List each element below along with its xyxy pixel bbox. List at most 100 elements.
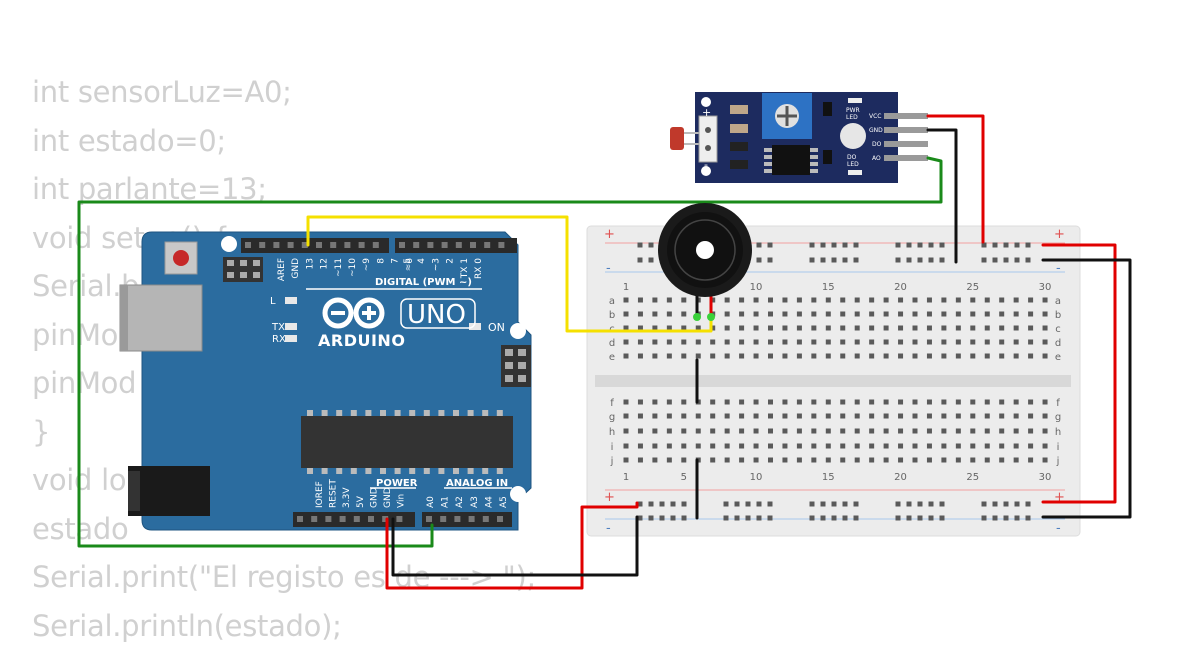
led-indicator [840, 123, 866, 149]
rx-led-label: RX [272, 334, 286, 345]
power-pin-label: GND [383, 487, 393, 508]
digital-pin-label: 4 [417, 258, 427, 264]
row-letter: e [1055, 352, 1061, 363]
do-led-label-1: DO [847, 154, 857, 161]
digital-pin-label: 7 [391, 258, 401, 264]
col-number: 15 [822, 282, 835, 293]
rail-plus-top-left: + [604, 227, 615, 242]
power-pin-label: IOREF [315, 481, 325, 508]
col-number: 1 [623, 472, 629, 483]
icsp-header-right [501, 345, 531, 387]
mount-hole [510, 323, 526, 339]
power-pin-label: RESET [329, 479, 339, 508]
analog-pin-label: A2 [455, 496, 465, 508]
breadboard-center-channel [595, 375, 1071, 387]
row-letter: j [1056, 456, 1060, 467]
col-number: 10 [750, 282, 763, 293]
power-jack [128, 466, 210, 516]
arduino-logo-text: ARDUINO [318, 331, 405, 350]
col-number: 15 [822, 472, 835, 483]
col-number: 30 [1039, 282, 1052, 293]
pwr-led-label-1: PWR [846, 107, 860, 114]
col-number: 10 [750, 472, 763, 483]
col-number: 20 [894, 472, 907, 483]
vcc-pin-label: VCC [869, 113, 881, 120]
col-number: 1 [623, 282, 629, 293]
rail-minus-top-left: - [606, 261, 611, 276]
ldr-socket [699, 116, 717, 162]
row-letter: f [1056, 398, 1060, 409]
digital-pin-label: ~11 [334, 258, 344, 277]
tx-led-label: TX [271, 322, 285, 333]
mount-hole [510, 486, 526, 502]
col-number: 30 [1039, 472, 1052, 483]
analog-pin-label: A3 [470, 496, 480, 508]
mount-hole [221, 236, 237, 252]
row-letter: d [1055, 338, 1061, 349]
row-letter: j [610, 456, 614, 467]
analog-in-label: ANALOG IN [446, 478, 508, 489]
row-letter: a [1055, 296, 1061, 307]
row-letter: c [1055, 324, 1061, 335]
circuit-diagram: + - + - + - + - 115510101515202025253030… [0, 0, 1200, 630]
power-pin-label: GND [369, 487, 379, 508]
atmega-chip [301, 416, 513, 468]
arduino-uno: L TX RX ON ARDUINO UNO DIGITAL (PWM ~) P… [120, 232, 531, 530]
digital-pin-label: ~5 [403, 258, 413, 271]
digital-pin-label: ~9 [362, 258, 372, 272]
digital-pin-label: RX 0 [474, 258, 484, 279]
row-letter: a [609, 296, 615, 307]
col-number: 5 [681, 472, 687, 483]
reset-button-cap [173, 250, 189, 266]
rail-minus-top-right: - [1056, 261, 1061, 276]
digital-pin-label: 2 [446, 258, 456, 264]
analog-pin-label: A1 [441, 496, 451, 508]
digital-pin-label: AREF [277, 258, 287, 281]
ldr-sensor-module: + - PWR LED DO LED VCC GND DO AO [670, 92, 928, 183]
row-letter: b [609, 310, 615, 321]
socket-plus-label: + [702, 106, 711, 119]
analog-pin-label: A5 [499, 496, 509, 508]
on-label: ON [488, 321, 505, 334]
row-letter: g [609, 412, 615, 423]
rail-plus-top-right: + [1054, 227, 1065, 242]
rail-minus-bottom-left: - [606, 521, 611, 536]
col-number: 25 [966, 282, 979, 293]
l-led-label: L [270, 296, 276, 307]
pwr-led-label-2: LED [846, 114, 858, 121]
digital-pin-label: 8 [376, 258, 386, 264]
col-number: 20 [894, 282, 907, 293]
usb-connector [120, 285, 202, 351]
comparator-chip [772, 145, 810, 175]
rail-plus-bottom-left: + [604, 490, 615, 505]
row-letter: h [1055, 427, 1061, 438]
gnd-pin-label: GND [869, 127, 883, 134]
analog-pin-label: A0 [426, 496, 436, 508]
row-letter: i [611, 442, 614, 453]
breadboard: + - + - + - + - 115510101515202025253030… [587, 226, 1080, 536]
digital-pin-label: GND [291, 258, 301, 279]
digital-pin-label: 13 [305, 258, 315, 269]
do-led-label-2: LED [847, 161, 859, 168]
l-led [285, 297, 297, 304]
icsp-header-left [223, 257, 263, 282]
row-letter: d [609, 338, 615, 349]
photoresistor [670, 127, 684, 150]
digital-pin-label: TX 1 [460, 258, 470, 279]
power-pin-label: Vin [397, 494, 407, 508]
digital-pin-label: ~3 [431, 258, 441, 271]
row-letter: f [610, 398, 614, 409]
do-pin-label: DO [872, 141, 882, 148]
row-letter: g [1055, 412, 1061, 423]
digital-pwm-label: DIGITAL (PWM ~) [375, 277, 472, 288]
row-letter: h [609, 427, 615, 438]
ao-pin-label: AO [872, 155, 881, 162]
col-number: 25 [966, 472, 979, 483]
model-label: UNO [407, 300, 466, 330]
row-letter: e [609, 352, 615, 363]
rx-led [285, 335, 297, 342]
digital-pin-label: 12 [320, 258, 330, 269]
rail-minus-bottom-right: - [1056, 521, 1061, 536]
power-label: POWER [376, 478, 418, 489]
row-letter: b [1055, 310, 1061, 321]
